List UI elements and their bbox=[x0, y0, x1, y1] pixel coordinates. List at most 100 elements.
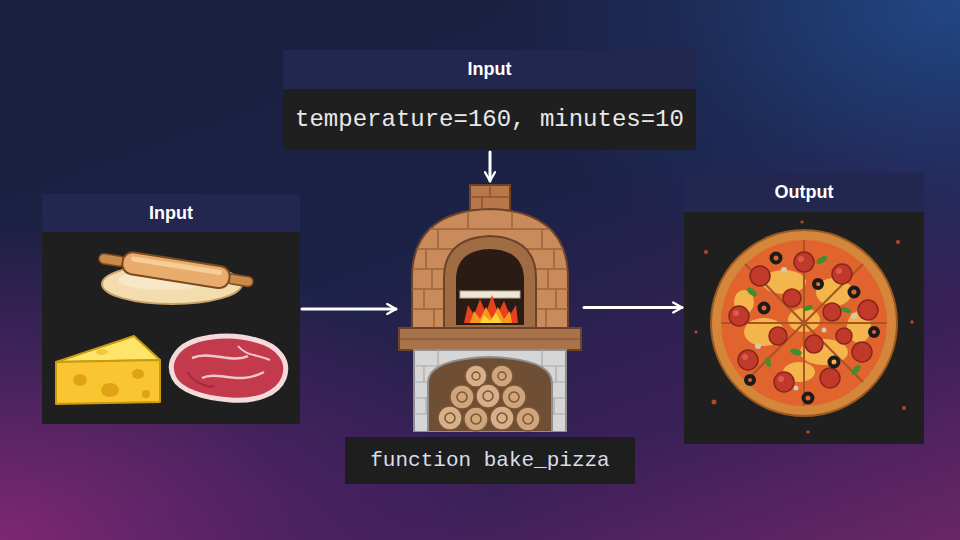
pizza-part-part bbox=[772, 254, 781, 263]
splatter-part bbox=[896, 240, 900, 244]
steak-part bbox=[171, 336, 285, 400]
splatter-part bbox=[800, 220, 803, 223]
cheese-wedge-part bbox=[96, 349, 108, 355]
pizza-part-part bbox=[750, 266, 770, 286]
dome-part-part bbox=[425, 249, 427, 269]
oven-mouth-part bbox=[444, 236, 536, 331]
pizza-part-part bbox=[823, 303, 841, 321]
cheese-wedge-part bbox=[56, 336, 160, 362]
pizza-part-part bbox=[836, 268, 842, 274]
panel-header: Output bbox=[684, 173, 924, 212]
pizza-part bbox=[733, 256, 842, 382]
oven-base-part-part bbox=[541, 350, 542, 366]
dome-part bbox=[412, 209, 568, 333]
pizza-part-part bbox=[798, 256, 804, 262]
firewood-part bbox=[464, 407, 488, 431]
oven-base-part bbox=[414, 350, 566, 432]
rolling-pin-part bbox=[227, 273, 254, 287]
panel-header: Input bbox=[283, 50, 696, 89]
splatter-part bbox=[910, 320, 914, 324]
dome-part-part bbox=[398, 228, 582, 230]
oven-base-part-part bbox=[555, 366, 556, 382]
oven-base bbox=[414, 350, 566, 432]
pizza-part-part bbox=[830, 358, 839, 367]
arrow-connector bbox=[584, 306, 682, 309]
oven-mouth bbox=[444, 236, 536, 331]
pizza-part-part bbox=[755, 343, 761, 349]
firewood-part bbox=[472, 372, 480, 380]
dome bbox=[398, 209, 582, 333]
splatter-part bbox=[695, 331, 698, 334]
pizza-part-part bbox=[760, 304, 769, 313]
pizza-part-part bbox=[742, 354, 748, 360]
pizza-part bbox=[721, 240, 887, 406]
parameter-code: temperature=160, minutes=10 bbox=[295, 106, 684, 133]
oven-base-part-part bbox=[437, 350, 438, 366]
firewood-part bbox=[465, 365, 487, 387]
firewood-part bbox=[497, 413, 507, 423]
pizza-part-part bbox=[746, 376, 754, 384]
pizza-part-part bbox=[815, 254, 828, 265]
pizza-part-part bbox=[858, 300, 878, 320]
chimney-part bbox=[481, 197, 483, 210]
steak bbox=[171, 336, 285, 400]
chimney-part bbox=[489, 185, 491, 197]
pizza-part bbox=[746, 254, 878, 403]
pizza-part-part bbox=[852, 342, 872, 362]
dome-part-part bbox=[467, 209, 469, 229]
pizza-part-part bbox=[789, 348, 802, 357]
panel-title: Input bbox=[468, 59, 512, 80]
firewood-part bbox=[483, 391, 493, 401]
pizza-part-part bbox=[738, 350, 758, 370]
firewood-part bbox=[476, 384, 500, 408]
pizza-part-part bbox=[851, 313, 857, 319]
pizza-part-part bbox=[745, 264, 863, 382]
cheese-wedge-part bbox=[132, 369, 144, 379]
oven-node: function bake_pizza bbox=[398, 183, 582, 432]
firewood-part bbox=[490, 406, 514, 430]
panel-body bbox=[684, 212, 924, 444]
steak-part bbox=[188, 372, 214, 386]
firewood-part bbox=[509, 392, 519, 402]
panel-title: Input bbox=[149, 203, 193, 224]
dome-part-part bbox=[431, 269, 433, 289]
oven-ledge-part bbox=[399, 328, 581, 350]
firewood-part bbox=[450, 385, 474, 409]
pizza-part-part bbox=[764, 356, 772, 367]
steak-part bbox=[202, 372, 264, 378]
pizza-part bbox=[755, 267, 857, 391]
pizza-part bbox=[734, 270, 871, 382]
pizza-part-part bbox=[840, 306, 851, 314]
rolling-pin-part bbox=[131, 256, 223, 275]
pizza-part-part bbox=[850, 288, 859, 297]
steak-part bbox=[238, 346, 270, 360]
splatter-part bbox=[806, 430, 810, 434]
pizza-part-part bbox=[778, 376, 784, 382]
pizza-part bbox=[729, 252, 878, 392]
splatter-part bbox=[712, 400, 717, 405]
oven-base-part-part bbox=[423, 366, 424, 382]
pizza-part-part bbox=[745, 264, 863, 382]
dome-part-part bbox=[437, 229, 439, 249]
oven-mouth-part bbox=[464, 295, 518, 323]
dome-part-part bbox=[547, 269, 549, 289]
oven-mouth-part bbox=[456, 249, 524, 325]
cheese-wedge bbox=[56, 336, 160, 404]
ingredients-illustration bbox=[42, 232, 300, 424]
pizza-part-part bbox=[814, 280, 822, 288]
oven-mouth-part bbox=[470, 307, 512, 323]
pizza-part bbox=[745, 254, 862, 376]
oven-mouth-part bbox=[480, 313, 502, 323]
panel-body bbox=[42, 232, 300, 424]
pizza-part-part bbox=[832, 264, 852, 284]
oven-base-part-part bbox=[553, 398, 554, 414]
firewood-part bbox=[516, 407, 540, 431]
pizza-illustration bbox=[684, 212, 924, 444]
panel-box: Input temperature=160, minutes=10 bbox=[283, 50, 696, 150]
firewood-part bbox=[445, 413, 455, 423]
dome-part-part bbox=[555, 289, 557, 309]
dome-part-part bbox=[511, 209, 513, 229]
steak-part bbox=[192, 355, 248, 358]
panel-box: Input bbox=[42, 194, 300, 424]
